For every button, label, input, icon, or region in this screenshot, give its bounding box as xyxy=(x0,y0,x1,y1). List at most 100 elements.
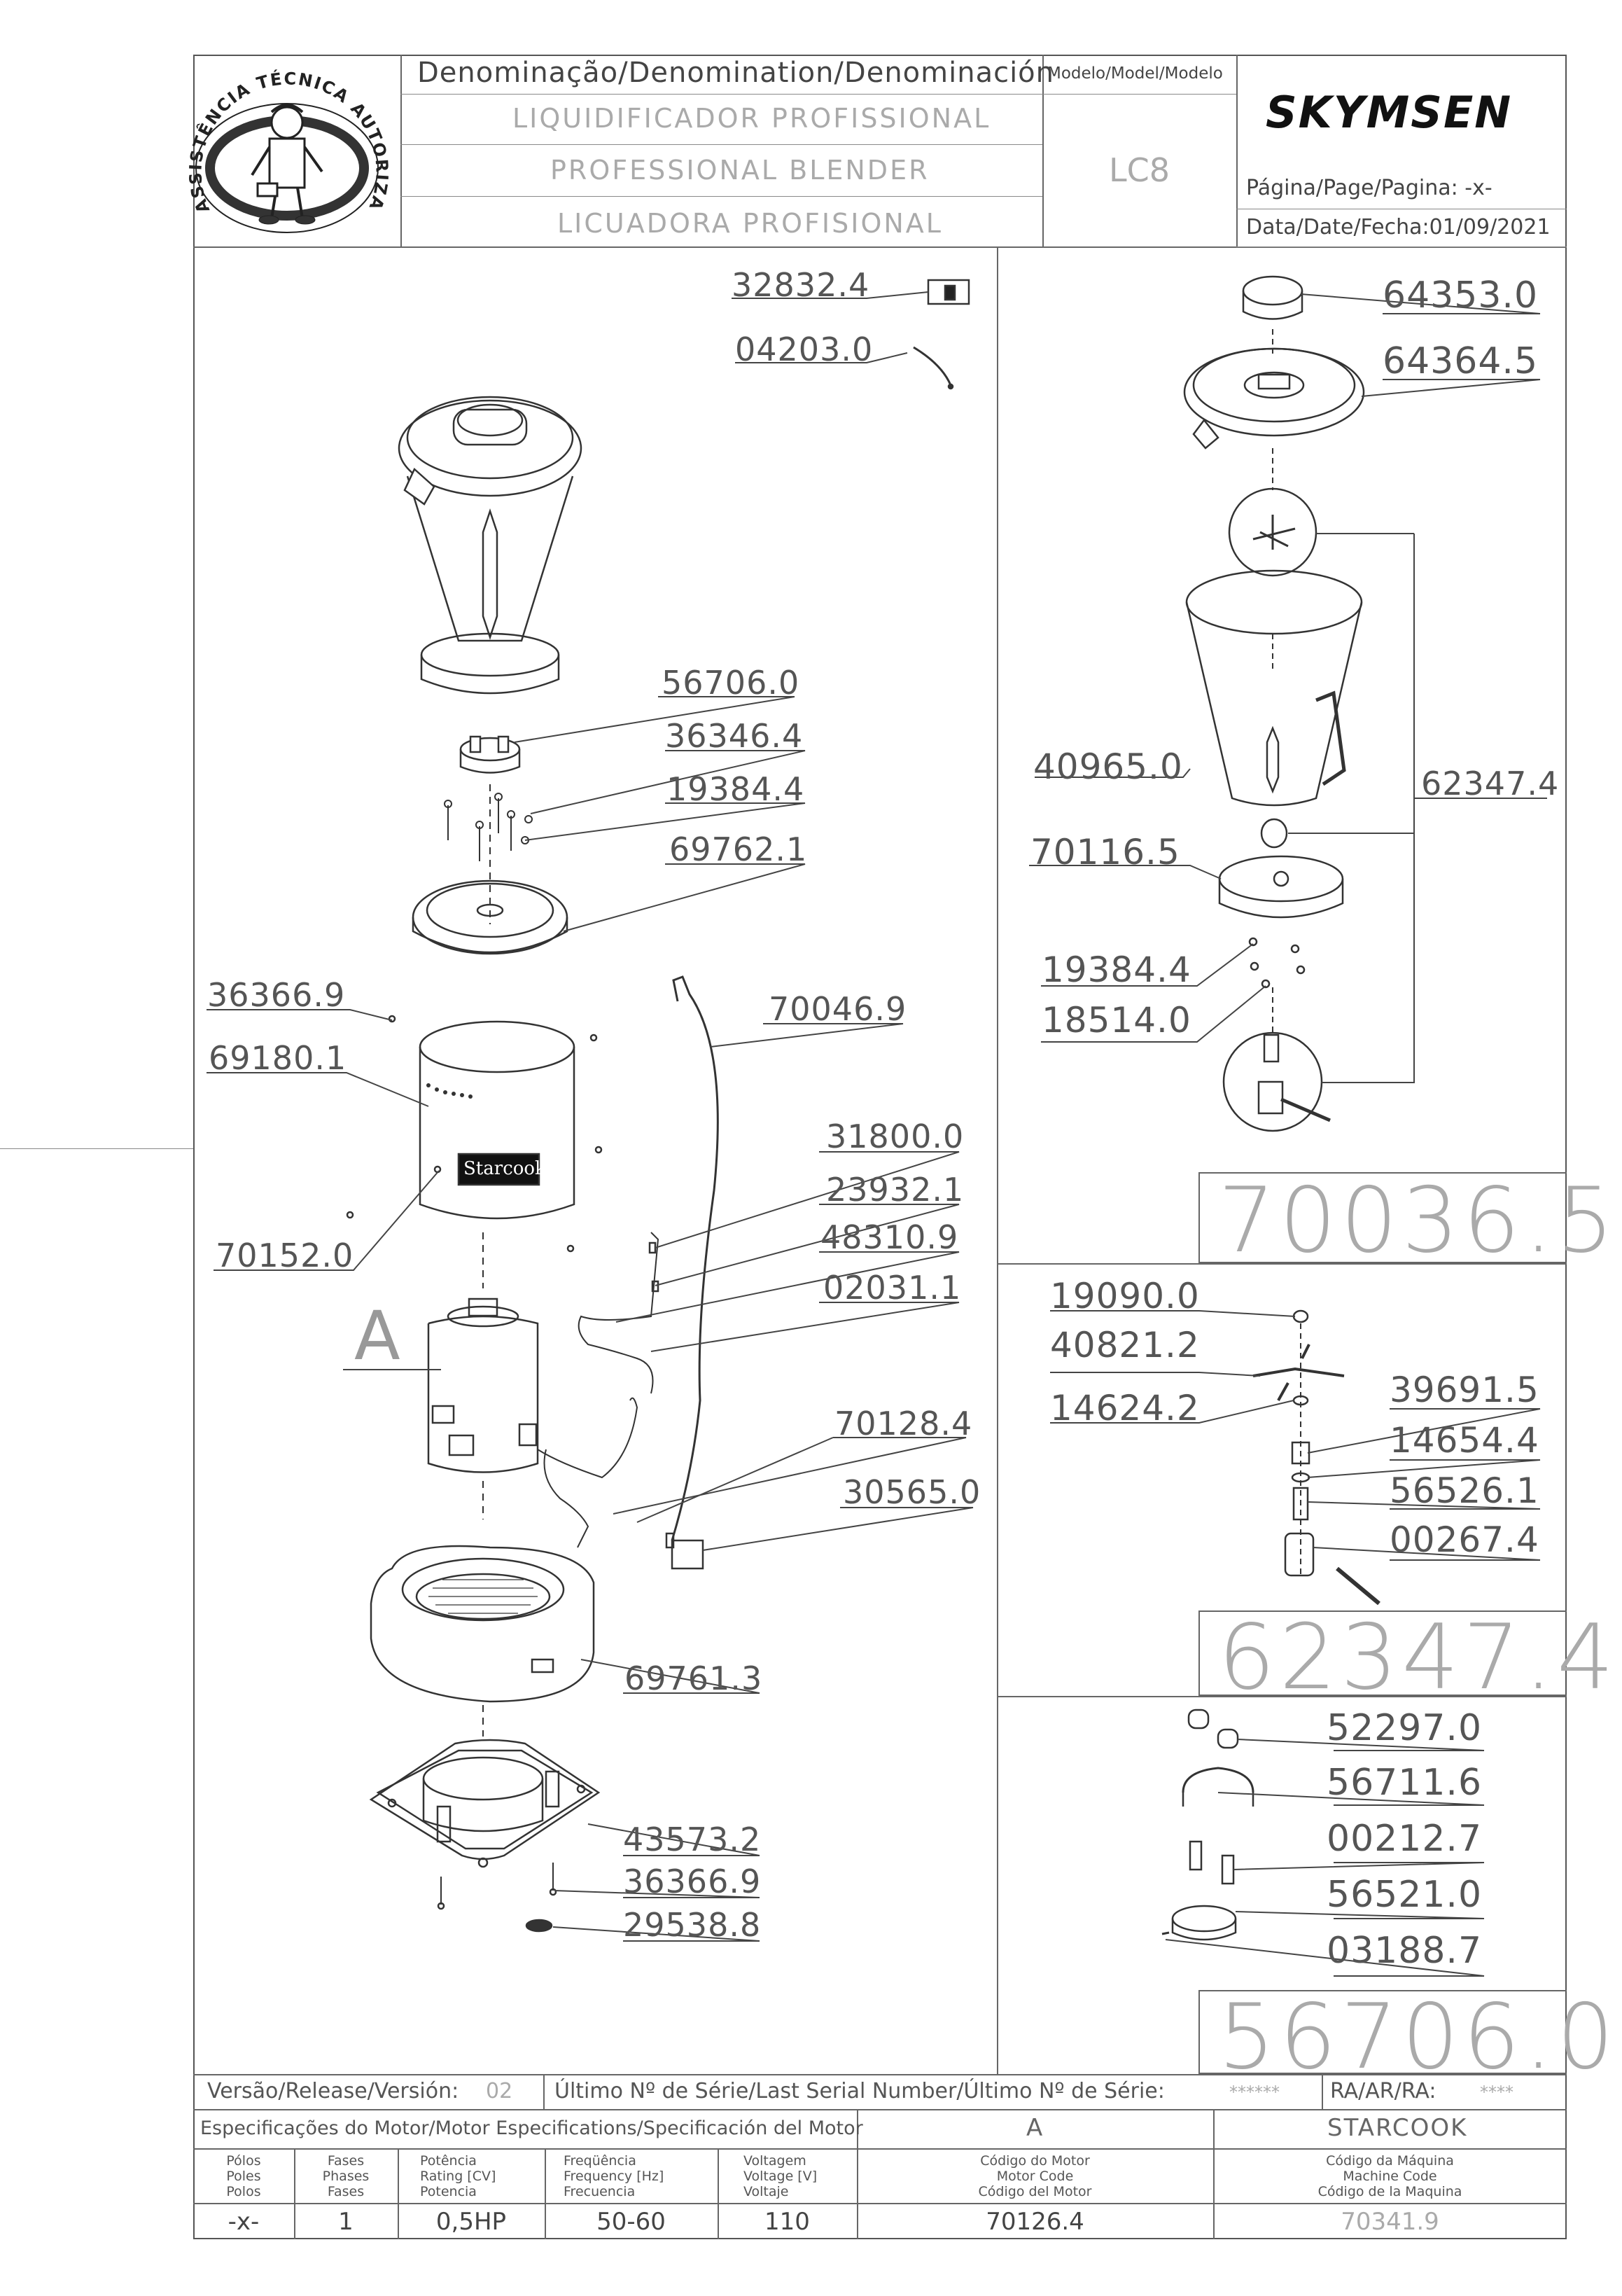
part-label-02031: 02031.1 xyxy=(823,1269,962,1307)
part-label-69762: 69762.1 xyxy=(669,830,808,868)
col-machine-code: Código da Máquina Machine Code Código de… xyxy=(1317,2153,1462,2199)
col-motor-code: Código do Motor Motor Code Código del Mo… xyxy=(978,2153,1092,2199)
val-power: 0,5HP xyxy=(435,2208,507,2236)
header-row-line xyxy=(400,144,1042,145)
part-label-36366-top: 36366.9 xyxy=(207,976,346,1014)
model-label: Modelo/Model/Modelo xyxy=(1047,64,1223,83)
col-poles: Pólos Poles Polos xyxy=(226,2153,261,2199)
header-divider xyxy=(1042,55,1044,246)
assembly-62347: 62347.4 xyxy=(1218,1606,1618,1710)
part-label-69180: 69180.1 xyxy=(209,1039,347,1077)
part-label-32832: 32832.4 xyxy=(732,266,870,304)
part-label-18514: 18514.0 xyxy=(1042,1000,1191,1041)
drawing-frame xyxy=(193,55,1567,2239)
part-label-04203: 04203.0 xyxy=(735,331,874,368)
val-machine-code: 70341.9 xyxy=(1341,2208,1439,2236)
footer-divider xyxy=(398,2148,399,2239)
assembly-box xyxy=(1198,1990,1567,2074)
fold-mark xyxy=(0,1148,193,1149)
part-label-52297: 52297.0 xyxy=(1327,1707,1483,1749)
footer-line xyxy=(193,2109,1567,2110)
part-label-36346: 36346.4 xyxy=(665,717,804,755)
part-label-70128: 70128.4 xyxy=(834,1405,973,1442)
name-es: LICUADORA PROFISIONAL xyxy=(557,208,943,239)
val-phases: 1 xyxy=(338,2208,354,2236)
page-label: Página/Page/Pagina: -x- xyxy=(1246,176,1492,200)
part-label-29538: 29538.8 xyxy=(623,1906,762,1944)
footer-divider xyxy=(1322,2074,1323,2109)
col-freq: Freqüência Frequency [Hz] Frecuencia xyxy=(564,2153,664,2199)
assembly-box xyxy=(1198,1172,1567,1263)
footer-divider xyxy=(294,2148,295,2239)
part-label-14624: 14624.2 xyxy=(1050,1388,1200,1428)
ra-label: RA/AR/RA: xyxy=(1330,2079,1436,2103)
footer-line xyxy=(193,2074,1567,2075)
part-label-39691: 39691.5 xyxy=(1390,1370,1539,1410)
version-value: 02 xyxy=(486,2079,513,2103)
val-poles: -x- xyxy=(228,2208,260,2236)
part-label-31800: 31800.0 xyxy=(826,1118,965,1155)
col-phases: Fases Phases Fases xyxy=(322,2153,370,2199)
assembly-56706: 56706.0 xyxy=(1218,1985,1618,2089)
part-label-56706: 56706.0 xyxy=(662,664,800,702)
header-divider xyxy=(400,55,402,246)
part-label-00212: 00212.7 xyxy=(1327,1818,1483,1860)
footer-divider xyxy=(1213,2109,1215,2239)
header-row-line xyxy=(1042,94,1236,95)
part-label-48310: 48310.9 xyxy=(820,1218,959,1256)
header-row-line xyxy=(400,196,1042,197)
part-label-70046: 70046.9 xyxy=(769,990,907,1028)
spec-letter: A xyxy=(1026,2114,1043,2142)
part-label-30565: 30565.0 xyxy=(843,1473,981,1511)
motor-letter: A xyxy=(354,1297,400,1375)
part-label-03188: 03188.7 xyxy=(1327,1930,1483,1972)
part-label-36366-bottom: 36366.9 xyxy=(623,1863,762,1900)
assembly-box xyxy=(1198,1610,1567,1696)
part-label-19384-right: 19384.4 xyxy=(1042,949,1191,990)
part-label-19090: 19090.0 xyxy=(1050,1276,1200,1316)
val-motor-code: 70126.4 xyxy=(986,2208,1084,2236)
footer-divider xyxy=(857,2109,858,2148)
part-label-40821: 40821.2 xyxy=(1050,1325,1200,1365)
footer-line xyxy=(193,2203,1567,2204)
col-power: Potência Rating [CV] Potencia xyxy=(420,2153,496,2199)
footer-divider xyxy=(543,2074,545,2109)
part-label-70116: 70116.5 xyxy=(1030,832,1180,872)
val-freq: 50-60 xyxy=(596,2208,666,2236)
col-voltage: Voltagem Voltage [V] Voltaje xyxy=(743,2153,818,2199)
model-value: LC8 xyxy=(1109,151,1170,189)
part-label-56526: 56526.1 xyxy=(1390,1470,1539,1511)
header-bottom-line xyxy=(193,246,1567,248)
part-label-23932: 23932.1 xyxy=(826,1171,965,1209)
brand-logo: SKYMSEN xyxy=(1266,87,1513,138)
denomination-label: Denominação/Denomination/Denominación xyxy=(417,57,1055,89)
footer-divider xyxy=(857,2148,858,2239)
part-label-70152: 70152.0 xyxy=(216,1237,354,1274)
spec-label: Especificações do Motor/Motor Especifica… xyxy=(200,2117,863,2139)
part-label-00267: 00267.4 xyxy=(1390,1519,1539,1560)
serial-label: Último Nº de Série/Last Serial Number/Úl… xyxy=(554,2079,1165,2103)
footer-divider xyxy=(545,2148,546,2239)
brand-plate: Starcook xyxy=(463,1158,546,1179)
part-label-64353: 64353.0 xyxy=(1383,274,1539,316)
header-row-line xyxy=(400,94,1042,95)
part-label-43573: 43573.2 xyxy=(623,1821,762,1858)
name-en: PROFESSIONAL BLENDER xyxy=(550,155,930,186)
version-label: Versão/Release/Versión: xyxy=(207,2079,459,2103)
part-label-62347: 62347.4 xyxy=(1421,765,1560,802)
date-label: Data/Date/Fecha:01/09/2021 xyxy=(1246,215,1551,239)
part-label-19384: 19384.4 xyxy=(666,770,805,808)
brand-name: STARCOOK xyxy=(1327,2114,1468,2142)
section-divider xyxy=(997,246,998,2074)
part-label-69761: 69761.3 xyxy=(624,1660,763,1697)
footer-divider xyxy=(718,2148,719,2239)
part-label-56521: 56521.0 xyxy=(1327,1874,1483,1916)
name-pt: LIQUIDIFICADOR PROFISSIONAL xyxy=(512,103,991,134)
part-label-40965: 40965.0 xyxy=(1033,746,1183,787)
val-voltage: 110 xyxy=(764,2208,810,2236)
assembly-70036: 70036.5 xyxy=(1218,1169,1618,1273)
header-divider xyxy=(1236,55,1238,246)
header-row-line xyxy=(1236,246,1567,247)
